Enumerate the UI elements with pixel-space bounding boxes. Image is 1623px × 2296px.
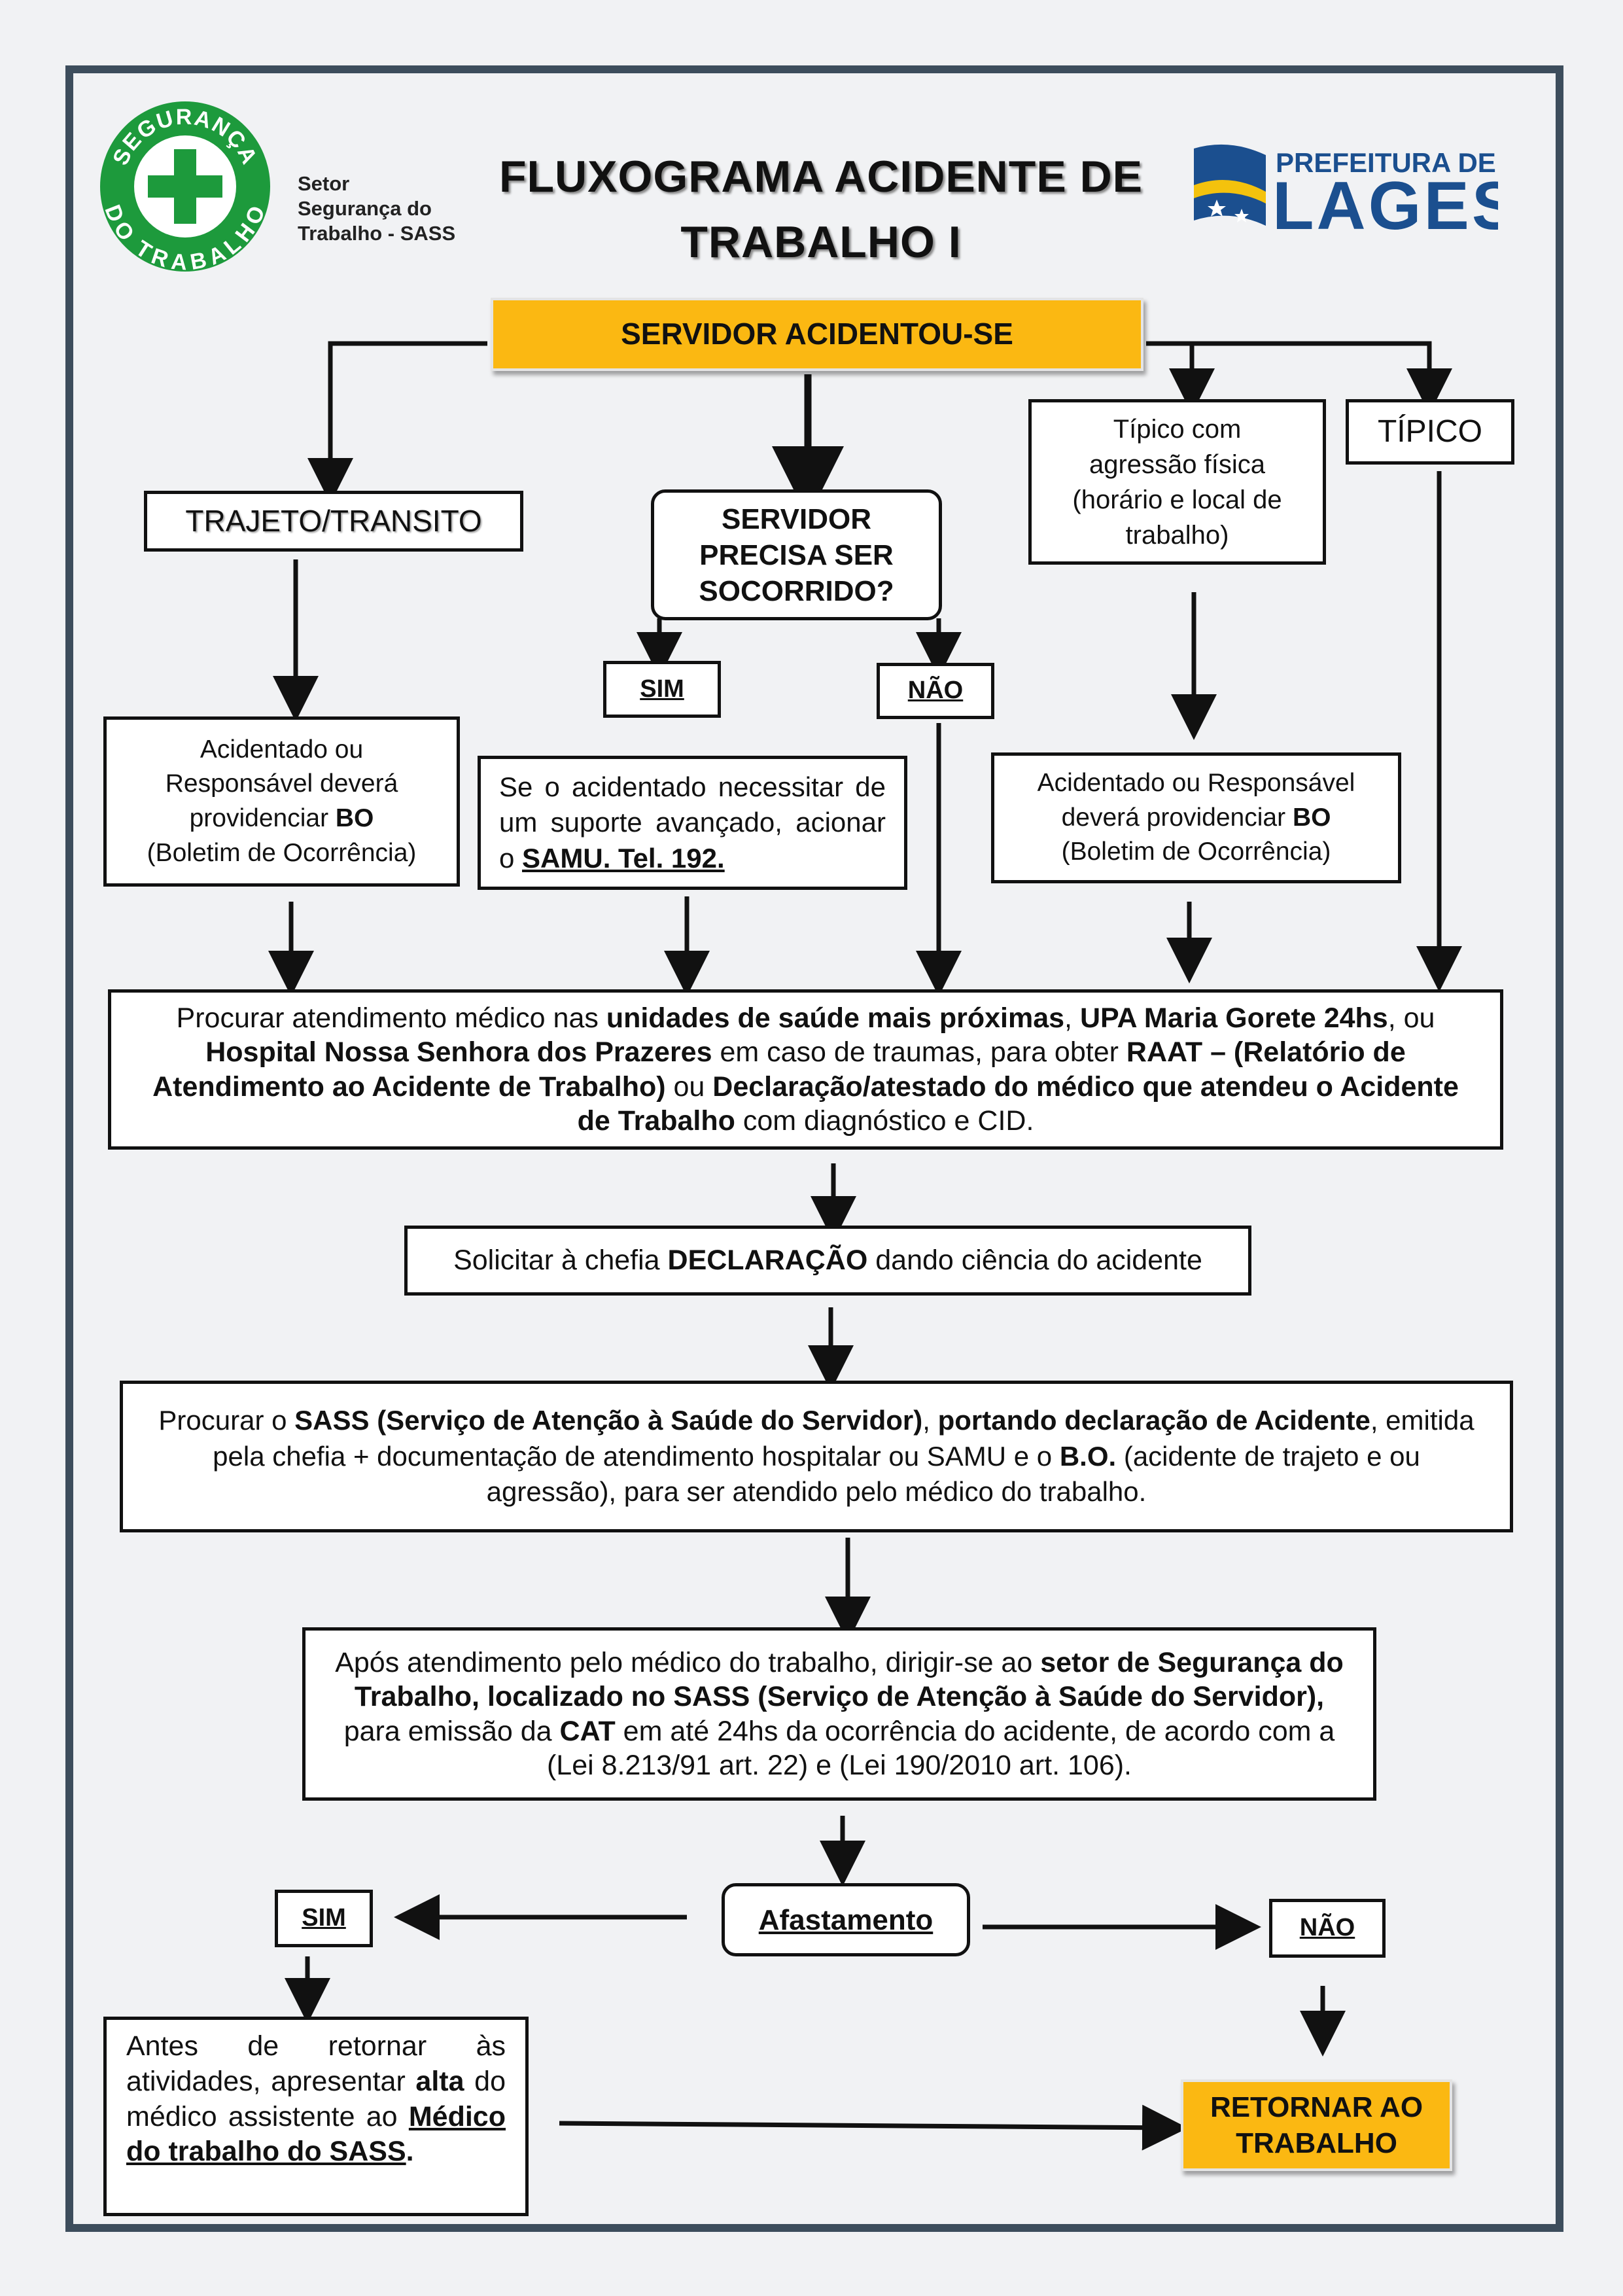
node-bo-tipico-agressao: Acidentado ou Responsável deverá provide…	[991, 752, 1401, 883]
node-nao-socorro: NÃO	[877, 663, 994, 719]
node-afastamento: Afastamento	[722, 1883, 970, 1956]
node-trajeto-transito: TRAJETO/TRANSITO	[144, 491, 523, 552]
page-title: FLUXOGRAMA ACIDENTE DE TRABALHO I	[498, 152, 1143, 267]
node-antes-retornar: Antes de retornar às atividades, apresen…	[103, 2017, 529, 2216]
node-retornar-trabalho: RETORNAR AO TRABALHO	[1181, 2079, 1452, 2171]
seguranca-do-trabalho-logo: SEGURANÇA DO TRABALHO	[99, 101, 270, 275]
logo-prefeitura-text: PREFEITURA DE	[1276, 147, 1496, 178]
setor-label: Setor Segurança do Trabalho - SASS	[298, 172, 456, 245]
node-servidor-acidentou: SERVIDOR ACIDENTOU-SE	[491, 298, 1143, 371]
node-nao-afastamento: NÃO	[1269, 1899, 1386, 1958]
node-sim-afastamento: SIM	[275, 1890, 373, 1947]
node-tipico-agressao: Típico com agressão física (horário e lo…	[1028, 399, 1326, 565]
node-sim-socorro: SIM	[603, 661, 721, 718]
node-servidor-precisa-socorrido: SERVIDOR PRECISA SER SOCORRIDO?	[651, 489, 942, 620]
node-procurar-atendimento: Procurar atendimento médico nas unidades…	[108, 989, 1503, 1150]
prefeitura-lages-logo: PREFEITURA DE LAGES	[1194, 144, 1498, 239]
node-procurar-sass: Procurar o SASS (Serviço de Atenção à Sa…	[120, 1381, 1513, 1532]
node-apos-atendimento: Após atendimento pelo médico do trabalho…	[302, 1627, 1376, 1801]
node-bo-trajeto: Acidentado ou Responsável deverá provide…	[103, 716, 460, 887]
logo-lages-text: LAGES	[1272, 168, 1498, 239]
node-samu: Se o acidentado necessitar de um suporte…	[478, 756, 907, 890]
node-tipico: TÍPICO	[1346, 399, 1514, 465]
node-solicitar-declaracao: Solicitar à chefia DECLARAÇÃO dando ciên…	[404, 1226, 1251, 1296]
